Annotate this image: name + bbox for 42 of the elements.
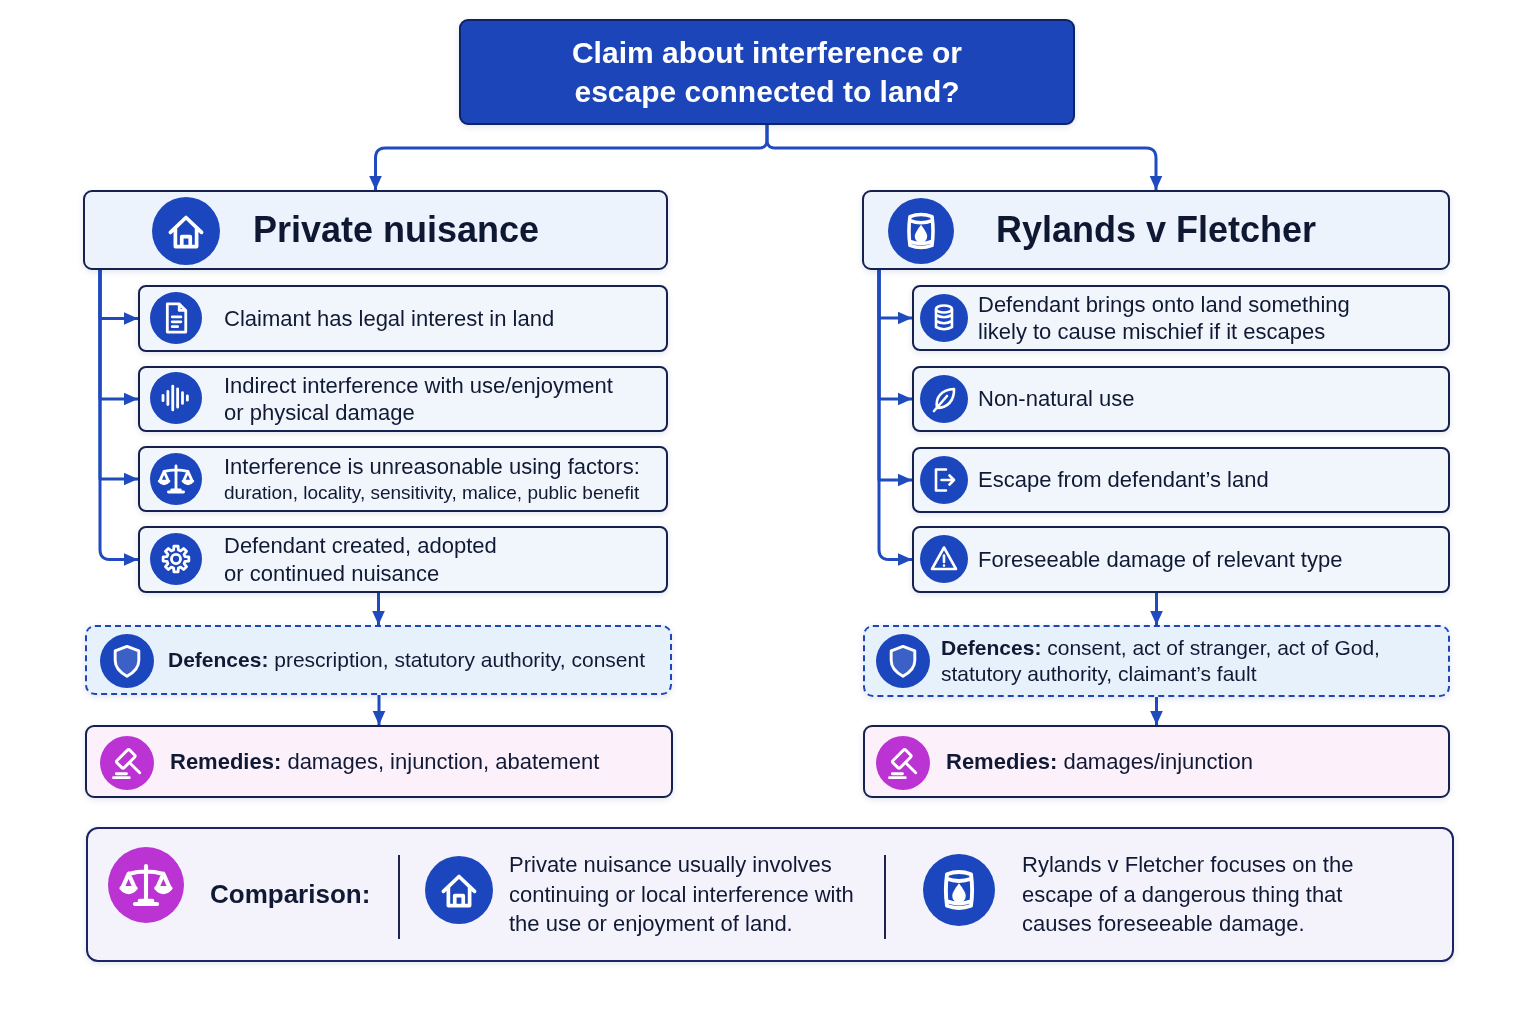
comparison-heading: Comparison: [210,877,371,911]
heading: Rylands v Fletcher [996,208,1317,252]
criterion-text: Foreseeable damage of relevant type [978,545,1343,574]
criterion-text: Escape from defendant’s land [978,466,1269,494]
criterion-box [138,366,668,432]
arrow [765,125,1163,190]
criterion-box [912,366,1450,432]
criterion-text: Defendant created, adopted or continued nuisance [224,532,498,587]
criterion-box [912,447,1450,513]
arrow [98,270,138,566]
criterion-text: Defendant brings onto land something likely to cause mischief if it escapes [978,290,1351,346]
comparison-text: Rylands v Fletcher focuses on the escape of a dangerous thing that causes foreseeable damage. [1022,850,1355,939]
arrow [1150,697,1163,725]
comparison-text: Private nuisance usually involves continuing or local interference with the use or enjoyment of land. [509,850,855,939]
comparison-panel [86,827,1454,962]
criterion-box [912,526,1450,593]
criterion-box [138,285,668,352]
category-header [862,190,1450,270]
arrow [372,695,386,725]
criterion-text: Indirect interference with use/enjoyment or physical damage [224,371,614,427]
criterion-text: Interference is unreasonable using factors: [224,453,640,481]
defences-box [863,625,1450,697]
remedies-text: Remedies: damages/injunction [946,747,1253,776]
remedies-text: Remedies: damages, injunction, abatement [170,747,600,776]
question-box [459,19,1075,125]
criterion-box [138,526,668,593]
remedies-box [85,725,673,798]
factors-text: duration, locality, sensitivity, malice, public benefit [224,480,640,505]
arrow [877,270,912,566]
question-text: Claim about interference or escape connected to land? [570,35,964,110]
remedies-box [863,725,1450,798]
criterion-text: Claimant has legal interest in land [224,304,555,333]
heading: Private nuisance [253,208,540,252]
defences-text: Defences: prescription, statutory authority, consent [168,646,646,673]
arrow [372,593,385,625]
criterion-box [912,285,1450,351]
category-header [83,190,668,270]
defences-box [85,625,672,695]
criterion-text: Non-natural use [978,385,1135,413]
criterion-box [138,446,668,512]
defences-text: Defences: consent, act of stranger, act of God, statutory authority, claimant’s fault [941,634,1381,687]
arrow [1150,593,1163,625]
